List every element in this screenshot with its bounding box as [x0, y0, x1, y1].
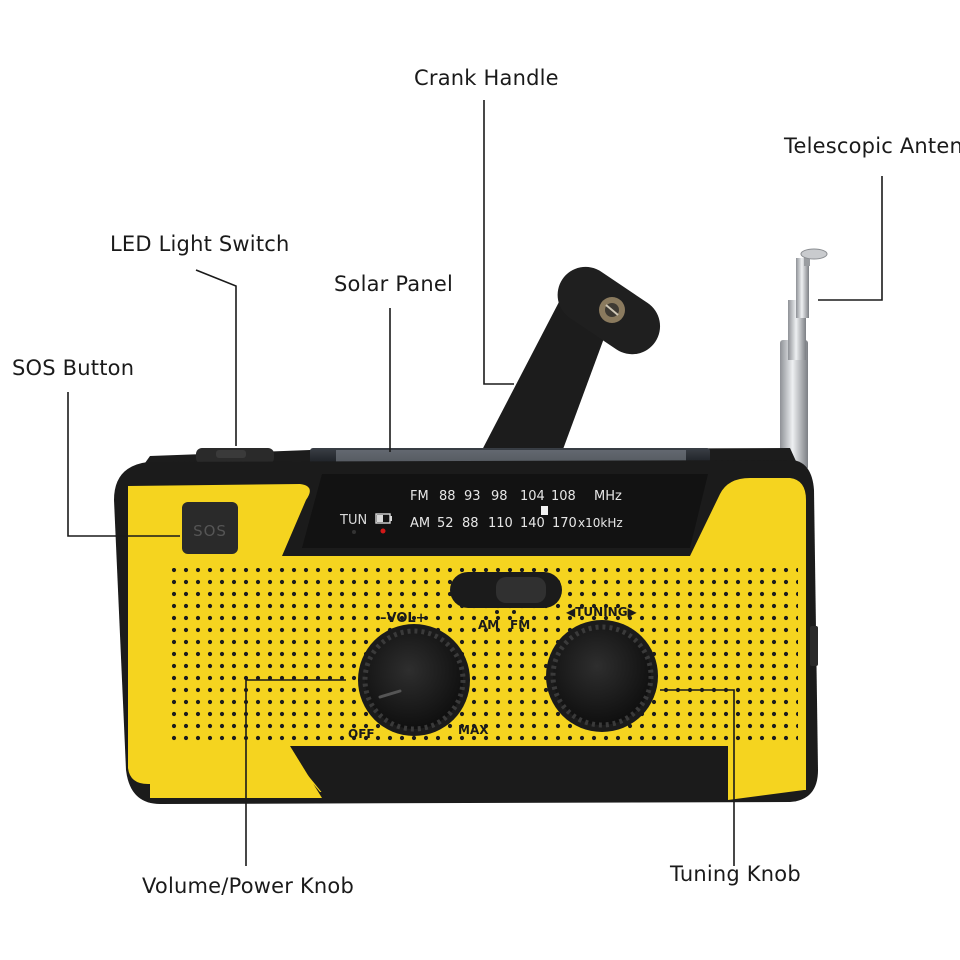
battery-icon	[375, 513, 392, 524]
sos-button-leader	[67, 392, 180, 537]
tun-label: TUN	[339, 513, 367, 528]
volume-power-knob-label: Volume/Power Knob	[142, 874, 355, 898]
fm-mark-0: 88	[439, 489, 456, 504]
bottom-band	[284, 746, 728, 800]
side-button[interactable]	[810, 626, 818, 666]
am-band-label: AM	[410, 516, 430, 531]
am-mark-1: 88	[462, 516, 479, 531]
max-label: MAX	[458, 723, 489, 737]
led-light-switch[interactable]	[196, 448, 274, 464]
band-am-label: AM	[478, 618, 499, 632]
fm-unit: MHz	[594, 489, 622, 504]
off-label: OFF	[348, 727, 375, 741]
band-switch[interactable]	[450, 572, 562, 608]
sos-button-text: SOS	[193, 522, 227, 540]
led-switch-leader	[195, 269, 237, 446]
crank-handle	[481, 266, 661, 452]
am-mark-2: 110	[488, 516, 513, 531]
crank-handle-leader	[483, 100, 514, 385]
tuning-knob-label: Tuning Knob	[670, 862, 801, 886]
am-mark-0: 52	[437, 516, 454, 531]
sos-button-label: SOS Button	[12, 356, 135, 380]
antenna-leader	[818, 176, 883, 301]
telescopic-antenna	[780, 248, 828, 470]
fm-band-label: FM	[410, 489, 429, 504]
volume-knob-leader	[245, 679, 346, 866]
tuning-label: ◀TUNING▶	[566, 605, 638, 619]
fm-scale-marks: 88 93 98 104 108	[439, 489, 576, 504]
fm-mark-1: 93	[464, 489, 481, 504]
fm-mark-2: 98	[491, 489, 508, 504]
solar-panel-label: Solar Panel	[334, 272, 454, 296]
crank-handle-label: Crank Handle	[414, 66, 559, 90]
am-mark-3: 140	[520, 516, 545, 531]
vol-label: –VOL+	[380, 611, 427, 626]
tuning-knob[interactable]	[546, 620, 658, 732]
am-scale-marks: 52 88 110 140 170	[437, 516, 577, 531]
band-fm-label: FM	[510, 618, 530, 632]
tuning-knob-leader	[660, 689, 735, 866]
volume-power-knob[interactable]	[358, 624, 470, 736]
am-unit: x10kHz	[578, 516, 623, 530]
tuning-indicator-led	[380, 528, 386, 534]
dial-pointer	[541, 506, 548, 515]
telescopic-antenna-label: Telescopic Anten	[784, 134, 960, 158]
led-light-switch-label: LED Light Switch	[110, 232, 290, 256]
sos-button[interactable]: SOS	[182, 502, 238, 554]
am-mark-4: 170	[552, 516, 577, 531]
leader-lines	[67, 100, 883, 866]
fm-mark-3: 104	[520, 489, 545, 504]
tuning-dial-window: TUN FM 88 93 98 104 108 MHz AM 52 88 110 140 170…	[302, 474, 708, 548]
fm-mark-4: 108	[551, 489, 576, 504]
